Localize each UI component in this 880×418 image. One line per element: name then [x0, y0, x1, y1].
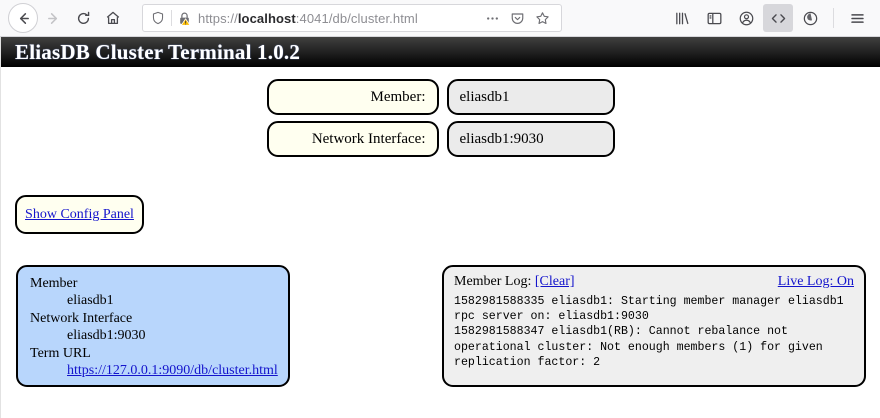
menu-icon[interactable] — [842, 4, 872, 32]
url-bar[interactable]: https://localhost:4041/db/cluster.html — [142, 4, 562, 32]
ellipsis-icon[interactable] — [480, 11, 505, 26]
library-icon[interactable] — [667, 4, 697, 32]
shield-icon[interactable] — [149, 11, 170, 25]
field-row-member: Member: eliasdb1 — [266, 79, 615, 115]
member-panel-term-url-label: Term URL — [30, 346, 91, 362]
url-scheme: https:// — [198, 10, 238, 26]
network-interface-value[interactable]: eliasdb1:9030 — [446, 121, 615, 157]
member-log-header: Member Log: [Clear] Live Log: On — [454, 274, 854, 290]
developer-tools-icon[interactable] — [763, 4, 793, 32]
member-panel-member-label: Member — [30, 276, 78, 291]
sync-icon[interactable] — [795, 4, 825, 32]
pocket-icon[interactable] — [505, 11, 530, 26]
url-text[interactable]: https://localhost:4041/db/cluster.html — [198, 11, 480, 26]
member-panel-term-url-value-wrap: https://127.0.0.1:9090/db/cluster.html — [30, 362, 278, 380]
member-panel-network-value: eliasdb1:9030 — [67, 327, 146, 343]
field-row-network-interface: Network Interface: eliasdb1:9030 — [266, 121, 615, 157]
member-log-panel: Member Log: [Clear] Live Log: On 1582981… — [442, 265, 866, 387]
sidebar-icon[interactable] — [699, 4, 729, 32]
toolbar-right-group — [667, 4, 872, 32]
account-icon[interactable] — [731, 4, 761, 32]
member-log-title: Member Log: — [454, 274, 532, 289]
forward-button[interactable] — [38, 3, 68, 33]
network-interface-label: Network Interface: — [266, 121, 439, 157]
term-url-link[interactable]: https://127.0.0.1:9090/db/cluster.html — [67, 362, 278, 378]
page-title: EliasDB Cluster Terminal 1.0.2 — [15, 39, 301, 64]
back-arrow-icon — [19, 12, 29, 24]
back-button[interactable] — [8, 3, 38, 33]
member-log-header-left: Member Log: [Clear] — [454, 274, 575, 290]
show-config-panel-link[interactable]: Show Config Panel — [25, 206, 134, 222]
clear-log-link[interactable]: [Clear] — [534, 274, 575, 289]
forward-arrow-icon — [47, 12, 57, 24]
reload-button[interactable] — [68, 3, 98, 33]
urlbar-divider — [171, 10, 172, 26]
summary-fields: Member: eliasdb1 Network Interface: elia… — [1, 79, 880, 157]
url-path: :4041/db/cluster.html — [295, 10, 418, 26]
member-label: Member: — [266, 79, 439, 115]
member-panel-member-value: eliasdb1 — [67, 292, 114, 308]
url-host: localhost — [237, 10, 296, 26]
home-icon — [106, 11, 120, 25]
home-button[interactable] — [98, 3, 128, 33]
lock-warning-icon[interactable] — [177, 11, 192, 26]
page-content: EliasDB Cluster Terminal 1.0.2 Member: e… — [0, 37, 880, 418]
member-log-entries: 1582981588335 eliasdb1: Starting member … — [454, 295, 844, 369]
show-config-panel-button[interactable]: Show Config Panel — [15, 195, 144, 234]
browser-toolbar: https://localhost:4041/db/cluster.html — [0, 0, 880, 37]
app-title-bar: EliasDB Cluster Terminal 1.0.2 — [1, 37, 880, 67]
toolbar-divider — [833, 8, 834, 28]
member-info-panel: Member eliasdb1 Network Interface eliasd… — [16, 265, 290, 387]
member-value[interactable]: eliasdb1 — [446, 79, 615, 115]
reload-icon — [77, 11, 89, 24]
member-panel-network-label: Network Interface — [30, 311, 133, 327]
star-icon[interactable] — [530, 11, 555, 26]
live-log-toggle-link[interactable]: Live Log: On — [777, 274, 854, 289]
